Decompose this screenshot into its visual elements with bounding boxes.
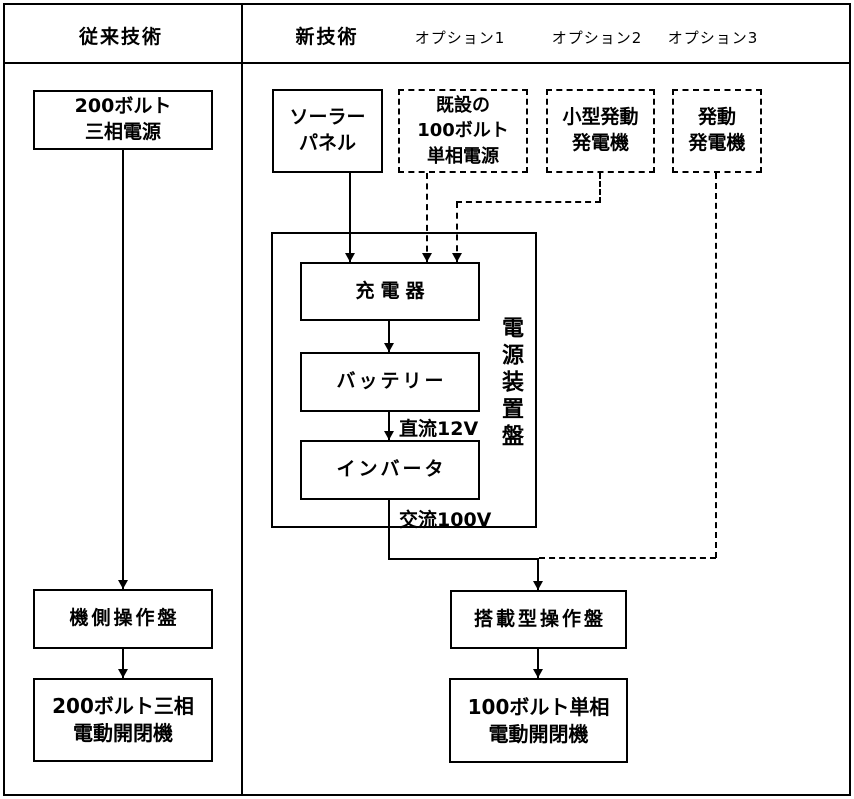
box-new-motor-line1: 100ボルト単相 — [467, 694, 610, 719]
box-charger-label: 充電器 — [355, 279, 431, 302]
box-conventional-motor-line2: 電動開閉機 — [73, 721, 173, 745]
arrowhead-small-generator-into-charger — [452, 253, 462, 262]
box-onboard-operation-panel-label: 搭載型操作盤 — [473, 607, 606, 630]
box-new-motor: 100ボルト単相 電動開閉機 — [449, 678, 628, 763]
box-inverter: インバータ — [300, 440, 480, 500]
box-local-operation-panel-label: 機側操作盤 — [69, 607, 180, 630]
connector-source-to-local-panel — [122, 150, 124, 589]
dc-voltage-label: 直流12V — [399, 418, 479, 440]
box-onboard-operation-panel: 搭載型操作盤 — [450, 590, 627, 649]
connector-local-panel-to-motor — [122, 649, 124, 678]
header-divider-line — [3, 62, 851, 64]
header-option2: オプション2 — [551, 29, 643, 47]
arrowhead-into-conventional-motor — [118, 669, 128, 678]
arrowhead-into-inverter — [384, 431, 394, 440]
box-generator: 発動 発電機 — [672, 89, 762, 173]
power-unit-vertical-label: 電源装置盤 — [498, 316, 523, 451]
column-divider-line — [241, 3, 243, 796]
box-battery-label: バッテリー — [336, 370, 447, 393]
box-conventional-motor-line1: 200ボルト三相 — [52, 694, 194, 718]
box-generator-line1: 発動 — [697, 106, 736, 129]
connector-charger-to-battery — [388, 321, 390, 352]
box-small-generator-line1: 小型発動 — [562, 106, 639, 129]
box-conventional-source-line2: 三相電源 — [84, 121, 161, 143]
header-new-tech: 新技術 — [295, 26, 359, 48]
box-inverter-label: インバータ — [336, 458, 447, 481]
box-existing-source: 既設の 100ボルト 単相電源 — [398, 89, 528, 173]
dashed-connector-small-generator-horizontal — [456, 201, 601, 203]
header-conventional-tech: 従来技術 — [78, 26, 163, 48]
box-local-operation-panel: 機側操作盤 — [33, 589, 213, 649]
box-conventional-motor: 200ボルト三相 電動開閉機 — [33, 678, 213, 762]
arrowhead-into-onboard-panel — [533, 581, 543, 590]
box-solar-panel: ソーラー パネル — [272, 89, 383, 173]
dashed-connector-generator-down — [715, 173, 717, 558]
box-conventional-source-line1: 200ボルト — [74, 95, 172, 118]
connector-battery-to-inverter — [388, 412, 390, 440]
dashed-connector-generator-horizontal — [539, 557, 716, 559]
dashed-connector-small-generator-down — [599, 173, 601, 203]
box-solar-panel-line1: ソーラー — [289, 106, 366, 129]
arrowhead-existing-into-charger — [422, 253, 432, 262]
outer-border — [3, 3, 851, 796]
connector-inverter-horizontal — [388, 558, 539, 560]
ac-voltage-label: 交流100V — [399, 509, 492, 531]
arrowhead-into-battery — [384, 343, 394, 352]
box-small-generator-line2: 発電機 — [571, 132, 629, 154]
box-new-motor-line2: 電動開閉機 — [488, 721, 589, 746]
connector-onboard-panel-to-motor — [537, 649, 539, 678]
header-option3: オプション3 — [667, 29, 759, 47]
connector-solar-to-charger — [349, 173, 351, 262]
dashed-connector-existing-to-charger — [426, 173, 428, 262]
box-small-generator: 小型発動 発電機 — [546, 89, 655, 173]
box-generator-line2: 発電機 — [688, 132, 746, 154]
header-option1: オプション1 — [414, 29, 506, 47]
connector-to-onboard-panel — [537, 560, 539, 590]
box-charger: 充電器 — [300, 262, 480, 321]
box-existing-source-line1: 既設の — [436, 95, 490, 117]
arrowhead-solar-into-charger — [345, 253, 355, 262]
arrowhead-into-local-panel — [118, 580, 128, 589]
box-battery: バッテリー — [300, 352, 480, 412]
arrowhead-into-new-motor — [533, 669, 543, 678]
connector-inverter-down — [388, 500, 390, 560]
box-existing-source-line3: 単相電源 — [427, 145, 499, 167]
box-existing-source-line2: 100ボルト — [417, 120, 509, 142]
dashed-connector-elbow-to-charger — [456, 202, 458, 262]
box-conventional-source: 200ボルト 三相電源 — [33, 90, 213, 150]
box-solar-panel-line2: パネル — [298, 132, 356, 154]
